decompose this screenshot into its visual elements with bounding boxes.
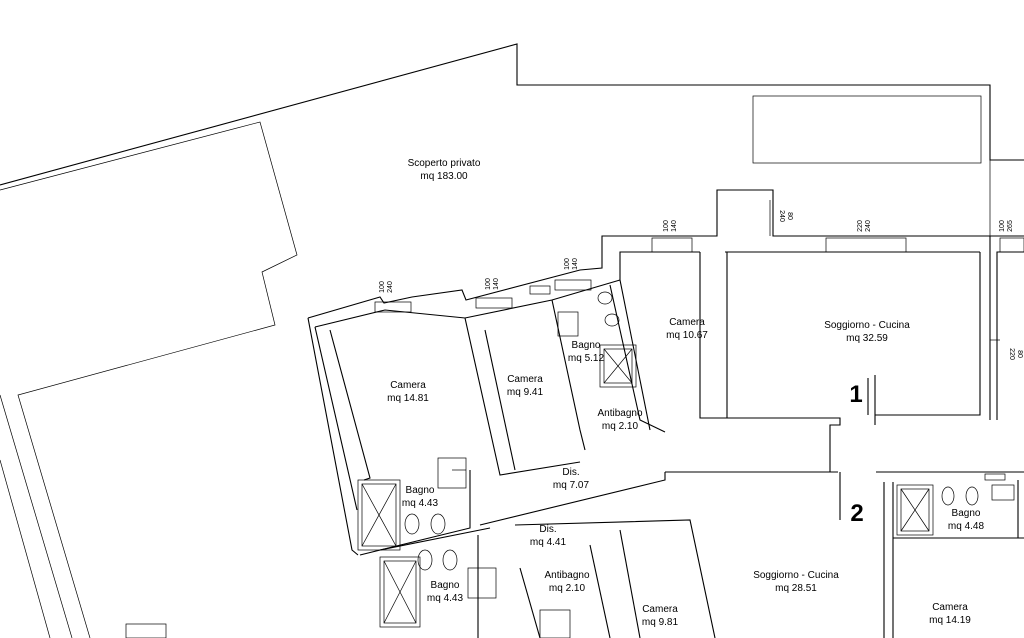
- room-area: mq 28.51: [775, 583, 817, 594]
- garden-boundary: [0, 43, 1024, 638]
- room-name: Soggiorno - Cucina: [824, 320, 910, 331]
- window-dim-6-top: 100: [999, 220, 1006, 232]
- room-name: Camera: [507, 374, 543, 385]
- room-area: mq 4.41: [530, 537, 567, 548]
- room-area: mq 4.43: [402, 498, 439, 509]
- room-area: mq 14.19: [929, 615, 971, 626]
- window-dim-1-bottom: 240: [387, 281, 394, 293]
- room-name: Bagno: [406, 485, 435, 496]
- room-name: Camera: [932, 602, 968, 613]
- window-dim-8-bottom: 80: [1016, 350, 1023, 358]
- window-dim-5-top: 220: [857, 220, 864, 232]
- room-name: Camera: [642, 604, 678, 615]
- window-dim-7-top: 240: [778, 210, 785, 222]
- room-area: mq 2.10: [549, 583, 586, 594]
- room-name: Bagno: [572, 340, 601, 351]
- room-area: mq 5.12: [568, 353, 605, 364]
- room-area: mq 32.59: [846, 333, 888, 344]
- bathroom-c-fixtures: [557, 291, 637, 388]
- room-labels: Camera mq 14.81 Camera mq 9.41 Bagno mq …: [387, 317, 984, 628]
- window-dim-2-bottom: 140: [493, 278, 500, 290]
- room-area: mq 4.48: [948, 521, 985, 532]
- window-dim-5-bottom: 240: [865, 220, 872, 232]
- room-area: mq 10.67: [666, 330, 708, 341]
- bathroom-a-fixtures: [357, 457, 467, 551]
- room-name: Antibagno: [544, 570, 589, 581]
- room-name: Dis.: [562, 467, 579, 478]
- room-area: mq 9.41: [507, 387, 544, 398]
- window-dim-4-top: 100: [663, 220, 670, 232]
- scoperto-name: Scoperto privato: [408, 158, 481, 169]
- windows: [374, 200, 1024, 341]
- window-dim-8-top: 220: [1008, 348, 1015, 360]
- room-name: Bagno: [431, 580, 460, 591]
- window-dim-4-bottom: 140: [671, 220, 678, 232]
- window-dim-6-bottom: 265: [1007, 220, 1014, 232]
- room-name: Dis.: [539, 524, 556, 535]
- room-area: mq 9.81: [642, 617, 679, 628]
- bathroom-b-fixtures: [379, 527, 497, 638]
- scoperto-area: mq 183.00: [420, 171, 468, 182]
- window-dim-3-top: 100: [564, 258, 571, 270]
- room-name: Camera: [390, 380, 426, 391]
- room-name: Soggiorno - Cucina: [753, 570, 839, 581]
- window-dim-1-top: 100: [379, 281, 386, 293]
- window-dim-2-top: 100: [485, 278, 492, 290]
- partitions-unit-2: [514, 471, 1024, 638]
- window-dim-7-bottom: 80: [786, 212, 793, 220]
- window-dim-3-bottom: 140: [572, 258, 579, 270]
- partitions-unit-1: [329, 252, 841, 556]
- room-area: mq 2.10: [602, 421, 639, 432]
- room-area: mq 4.43: [427, 593, 464, 604]
- unit-number-2: 2: [850, 500, 863, 527]
- room-name: Bagno: [952, 508, 981, 519]
- room-name: Camera: [669, 317, 705, 328]
- room-area: mq 7.07: [553, 480, 590, 491]
- room-area: mq 14.81: [387, 393, 429, 404]
- unit-number-1: 1: [849, 381, 862, 408]
- window-dimension-labels: 100 240 100 140 100 140 100 140 220 240 …: [379, 210, 1023, 360]
- room-name: Antibagno: [597, 408, 642, 419]
